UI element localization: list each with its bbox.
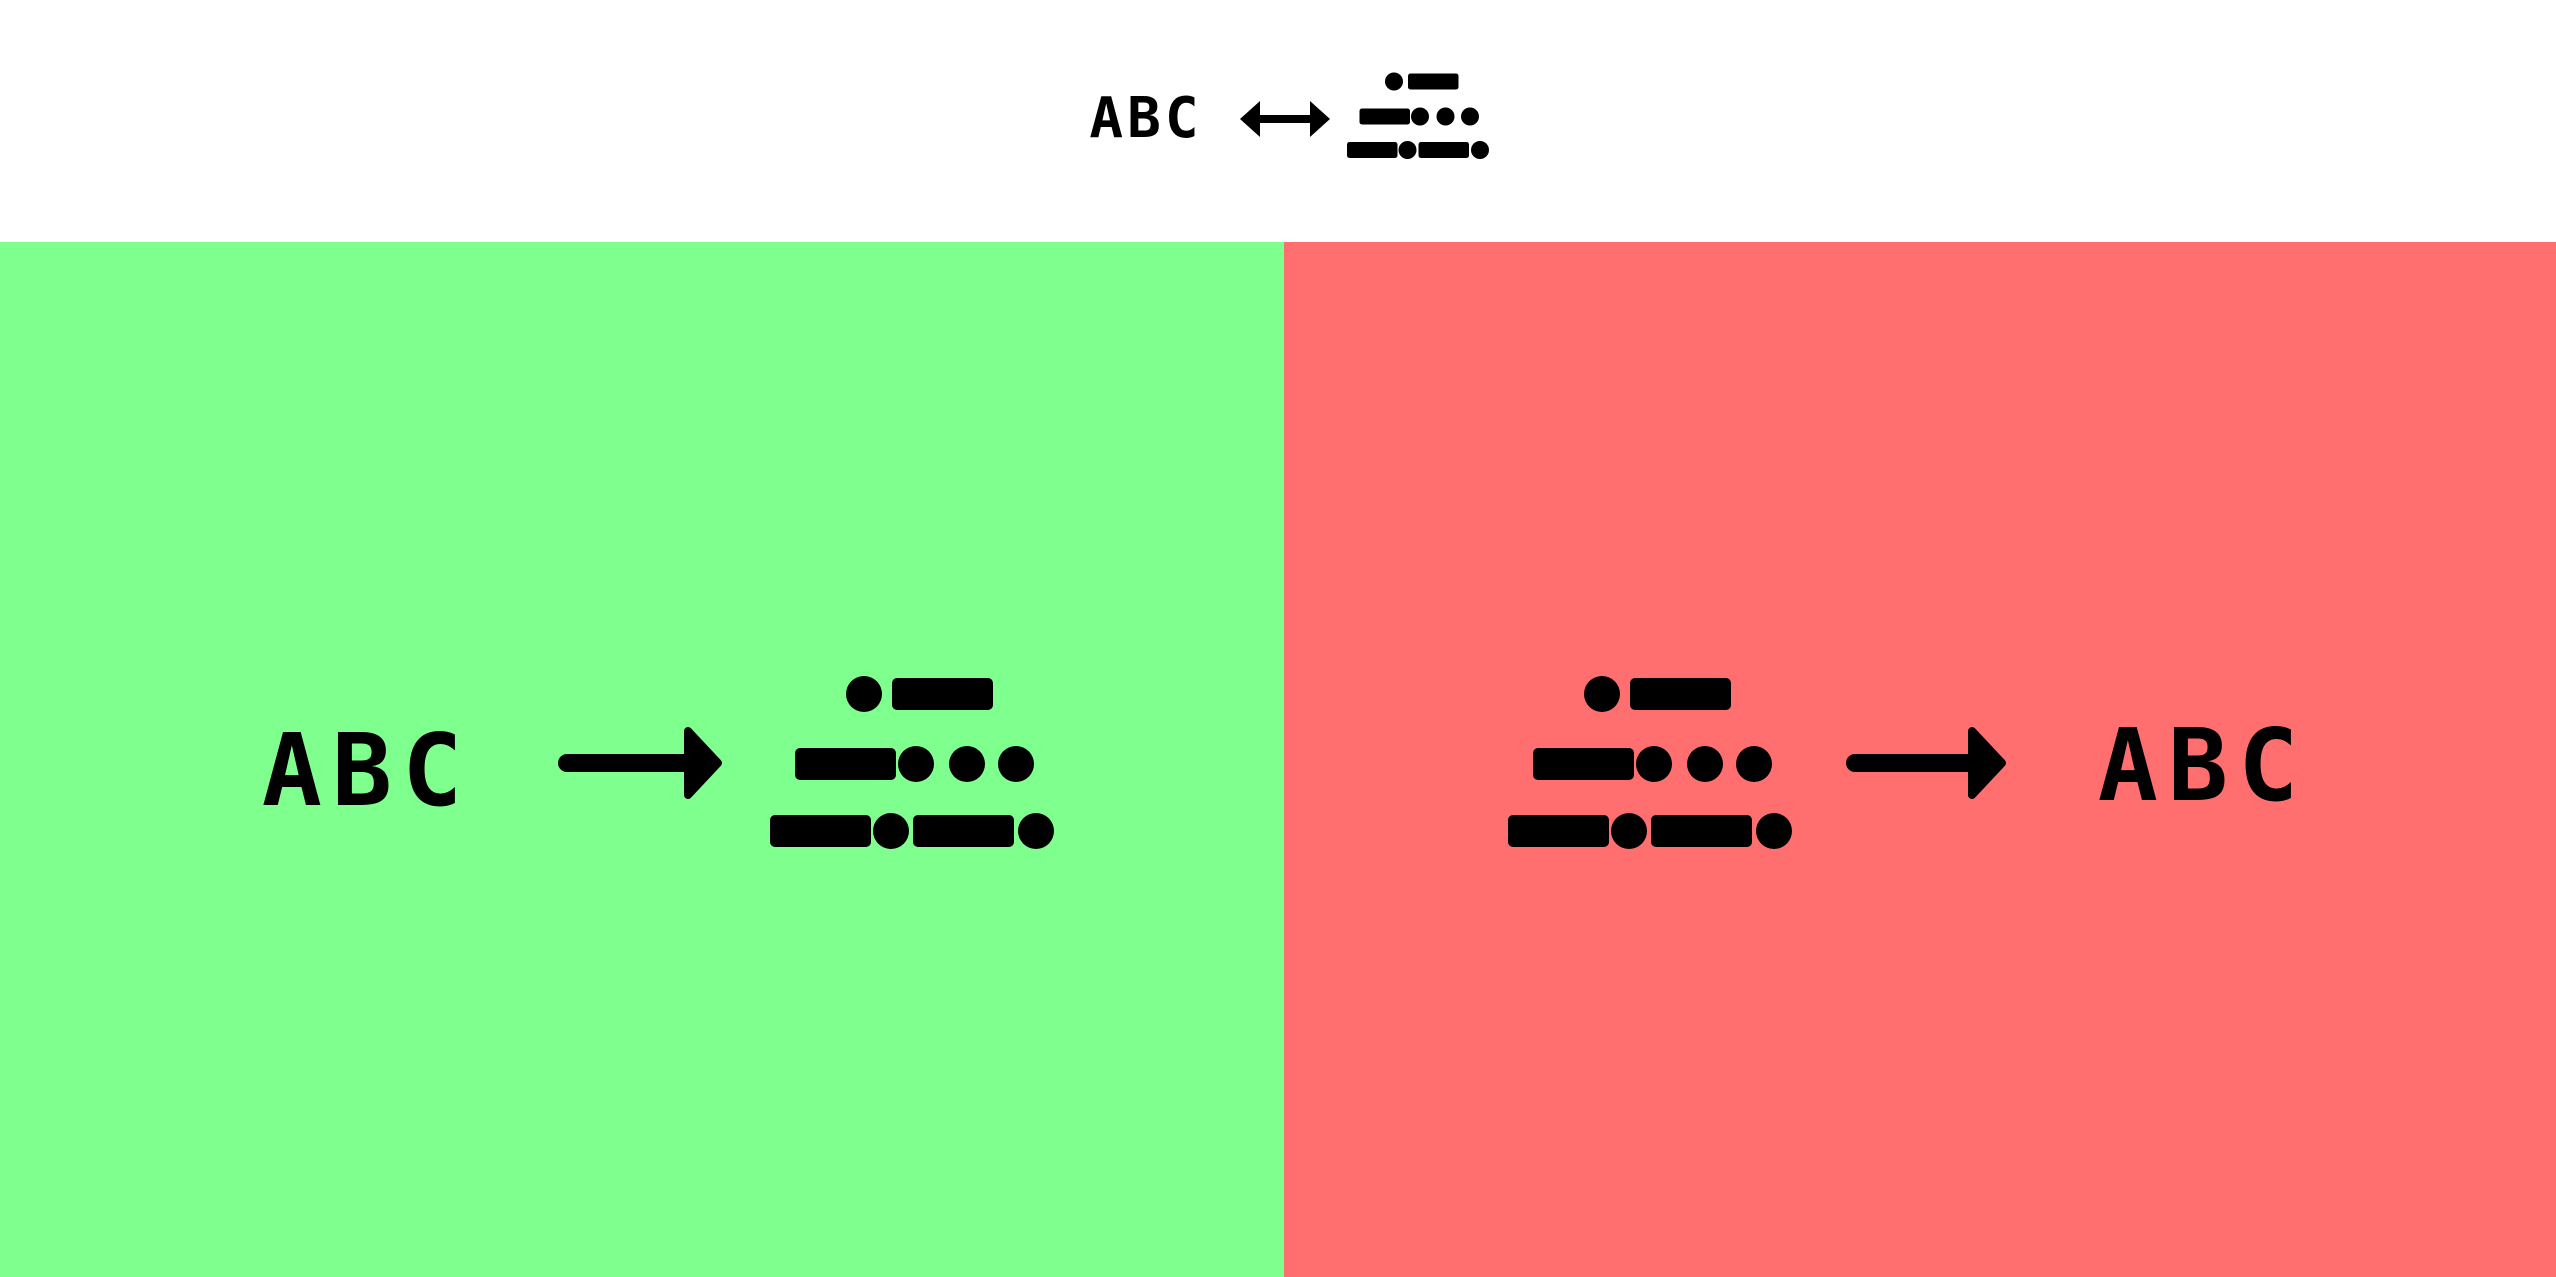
decode-panel[interactable]	[1284, 242, 2556, 1277]
encode-panel[interactable]	[0, 242, 1284, 1277]
header-banner	[0, 0, 2556, 242]
